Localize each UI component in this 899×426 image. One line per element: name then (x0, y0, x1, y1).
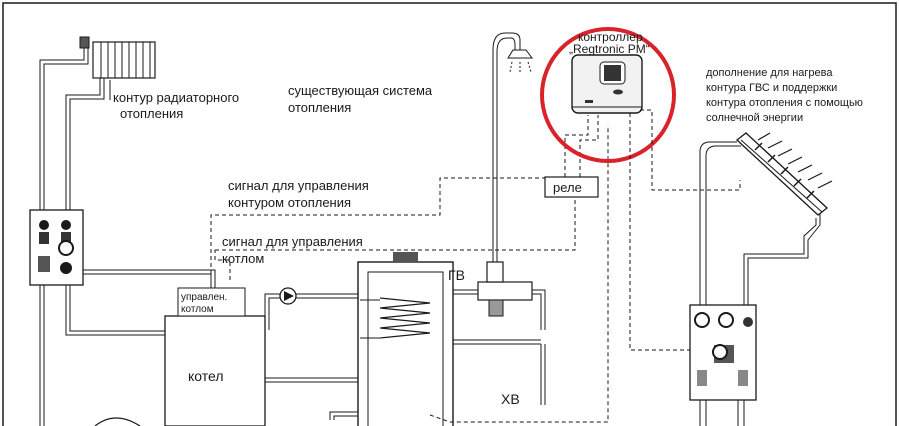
solar-addon-label-4: солнечной энергии (706, 112, 803, 124)
mixing-valve (477, 261, 533, 317)
boiler-control-label-2: котлом (181, 304, 214, 315)
relay-box (544, 176, 599, 198)
existing-system-label-2: отопления (288, 100, 351, 115)
controller-solar-lines (629, 109, 741, 351)
controller-highlight-circle (540, 27, 676, 163)
signal-boiler-label-1: сигнал для управления (222, 234, 363, 249)
hot-water-label: ГВ (448, 267, 465, 283)
controller-regtronic (571, 54, 643, 114)
boiler-tank-pipes (264, 293, 360, 420)
dashed-signal-heating (210, 177, 555, 274)
solar-addon-label-3: контура отопления с помощью (706, 97, 863, 109)
boiler (164, 287, 266, 426)
radiator-pipes (39, 48, 111, 210)
shower-head (507, 49, 533, 73)
solar-pump-station (689, 304, 757, 401)
signal-heating-label-2: контуром отопления (228, 195, 351, 210)
left-pump-station (29, 209, 84, 286)
relay-label: реле (553, 180, 582, 195)
solar-addon-label-2: контура ГВС и поддержки (706, 82, 837, 94)
cold-water-label: ХВ (501, 391, 520, 407)
radiator (79, 36, 156, 79)
controller-label-1: контроллер (578, 30, 643, 44)
sun-rays (757, 132, 833, 189)
radiator-circuit-label-2: отопления (120, 106, 183, 121)
relay-signal-lines (214, 115, 599, 280)
solar-collector (735, 132, 829, 216)
boiler-label: котел (188, 368, 224, 384)
storage-tank (357, 252, 454, 426)
signal-heating-label-1: сигнал для управления (228, 178, 369, 193)
radiator-circuit-label-1: контур радиаторного (113, 90, 239, 105)
controller-label-2: „Regtronic PM“ (569, 42, 650, 56)
dhw-pipes (453, 32, 546, 405)
existing-system-label-1: существующая система (288, 83, 433, 98)
partial-component-bottom-left (94, 417, 141, 426)
boiler-control-label-1: управлен. (181, 292, 227, 303)
signal-boiler-label-2: котлом (222, 251, 264, 266)
solar-addon-label-1: дополнение для нагрева (706, 67, 833, 79)
dashed-tank-sensor (429, 125, 609, 423)
boiler-pump (279, 287, 297, 305)
